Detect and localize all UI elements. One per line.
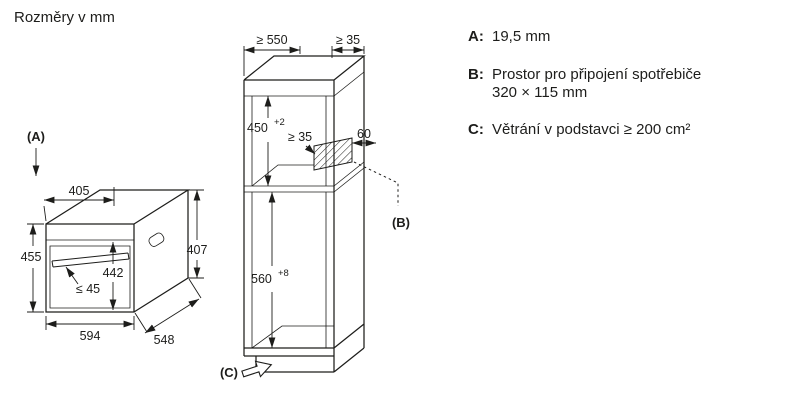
oven-side-slot — [148, 232, 165, 247]
oven-front-details — [46, 239, 134, 309]
niche-width-tolerance-label: +8 — [278, 268, 289, 279]
oven-height-right-label: 407 — [187, 243, 208, 257]
oven-depth-label: 548 — [154, 333, 175, 347]
cabinet-inner-lines — [244, 71, 365, 349]
connection-area-hatch — [313, 137, 353, 171]
page-title: Rozměry v mm — [14, 9, 115, 26]
cabinet-depth-top-label: ≥ 550 — [256, 33, 287, 47]
oven-drawing — [27, 148, 204, 334]
handle-leader-arrow — [65, 266, 79, 285]
niche-width-label: 560 — [251, 272, 272, 286]
oven-front-width-label: 594 — [80, 329, 101, 343]
legend-value-b-line2: 320 × 115 mm — [492, 84, 587, 101]
gap-inner-label: ≥ 35 — [288, 130, 312, 144]
legend-key-c: C: — [468, 121, 484, 138]
legend-key-a: A: — [468, 28, 484, 45]
oven-label-a: (A) — [27, 129, 45, 144]
label-b-leader-dotted — [353, 161, 399, 206]
oven-extension-lines — [27, 187, 204, 333]
legend-value-a: 19,5 mm — [492, 28, 550, 45]
gap-inner-leader-arrow — [304, 144, 316, 155]
cabinet-gap-top-label: ≥ 35 — [336, 33, 360, 47]
legend-value-b-line1: Prostor pro připojení spotřebiče — [492, 66, 701, 83]
cabinet-drawing — [241, 46, 399, 378]
legend-value-c: Větrání v podstavci ≥ 200 cm² — [492, 121, 690, 138]
niche-height-label: 450 — [247, 121, 268, 135]
cabinet-label-c: (C) — [220, 365, 238, 380]
oven-outline — [45, 189, 191, 313]
dim-line-depth — [144, 298, 200, 334]
oven-top-width-label: 405 — [69, 184, 90, 198]
niche-height-tolerance-label: +2 — [274, 117, 285, 128]
cabinet-label-b: (B) — [392, 215, 410, 230]
connection-width-label: 60 — [357, 127, 371, 141]
oven-height-left-label: 455 — [21, 250, 42, 264]
oven-handle-depth-label: ≤ 45 — [76, 282, 100, 296]
legend-key-b: B: — [468, 66, 484, 83]
oven-door-height-label: 442 — [103, 266, 124, 280]
cabinet-outline — [243, 55, 366, 373]
legend: A: 19,5 mm B: Prostor pro připojení spot… — [468, 28, 701, 138]
oven-handle — [51, 252, 130, 268]
ventilation-arrow-icon — [241, 360, 273, 378]
